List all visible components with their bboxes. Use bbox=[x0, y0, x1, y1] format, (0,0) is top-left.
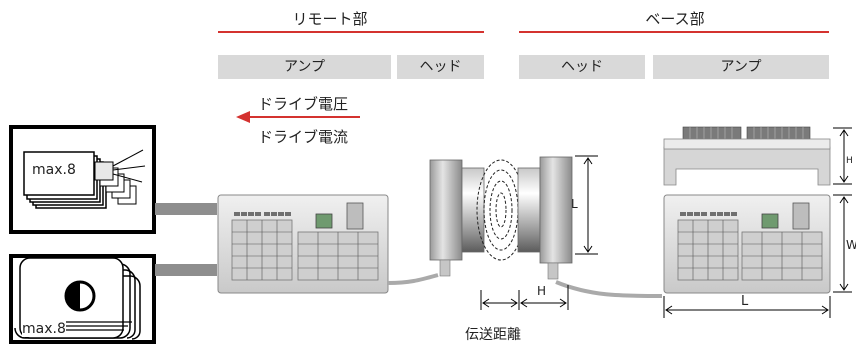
base-amp-top-view bbox=[663, 126, 831, 186]
lower-link-bar bbox=[155, 264, 217, 276]
base-amp-label: アンプ bbox=[653, 55, 829, 79]
remote-section-rule bbox=[218, 31, 484, 33]
base-section-rule bbox=[519, 31, 829, 33]
amp-h-dimension bbox=[833, 127, 852, 185]
drive-voltage-label: ドライブ電圧 bbox=[258, 95, 349, 113]
camera-input-box bbox=[9, 125, 156, 234]
base-amp-unit bbox=[663, 194, 831, 294]
transmission-distance-label: 伝送距離 bbox=[465, 327, 521, 343]
head-l-label: L bbox=[571, 197, 578, 211]
remote-cable bbox=[387, 273, 439, 285]
remote-amp-unit bbox=[217, 194, 389, 294]
remote-amp-label: アンプ bbox=[218, 55, 391, 79]
head-h-label: H bbox=[537, 284, 547, 298]
base-head-label: ヘッド bbox=[519, 55, 645, 79]
amp-l-label: L bbox=[741, 294, 749, 309]
amp-h-label: H bbox=[846, 156, 853, 166]
distance-dimension bbox=[480, 285, 569, 310]
drive-arrow bbox=[236, 111, 360, 123]
light-max-label: max.8 bbox=[22, 321, 66, 337]
remote-head-label: ヘッド bbox=[397, 55, 484, 79]
amp-w-label: W bbox=[846, 238, 856, 252]
remote-head bbox=[429, 159, 485, 277]
camera-max-label: max.8 bbox=[32, 162, 76, 178]
remote-section-title: リモート部 bbox=[292, 10, 368, 28]
drive-current-label: ドライブ電流 bbox=[258, 128, 349, 146]
base-head bbox=[517, 156, 573, 280]
upper-link-bar bbox=[155, 203, 217, 215]
amp-l-dimension bbox=[663, 296, 831, 318]
base-cable bbox=[555, 280, 663, 298]
amp-w-dimension bbox=[833, 194, 852, 293]
base-section-title: ベース部 bbox=[645, 10, 705, 28]
head-l-dimension bbox=[575, 155, 598, 255]
